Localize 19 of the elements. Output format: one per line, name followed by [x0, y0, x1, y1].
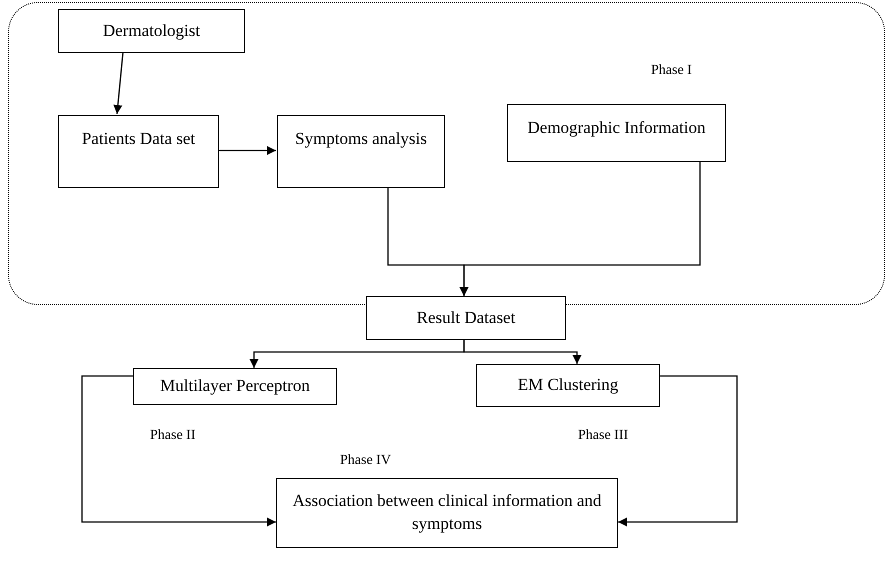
arrow [218, 146, 276, 155]
phase-label: Phase IV [340, 453, 391, 469]
process-box: EM Clustering [476, 364, 660, 407]
phase-label: Phase III [578, 428, 628, 444]
process-box: Symptoms analysis [277, 115, 445, 188]
process-box: Association between clinical information and symptoms [276, 478, 618, 548]
arrow [460, 161, 701, 296]
arrow [463, 340, 582, 364]
phase-label: Phase I [651, 63, 692, 79]
process-box: Result Dataset [366, 296, 566, 340]
arrow [81, 375, 276, 526]
process-box: Dermatologist [58, 9, 245, 53]
phase-label: Phase II [150, 428, 196, 444]
process-box: Patients Data set [58, 115, 219, 188]
process-box: Multilayer Perceptron [133, 368, 337, 405]
process-box: Demographic Information [507, 104, 726, 162]
arrow [618, 375, 738, 526]
arrow [113, 52, 124, 114]
phase-region [8, 2, 885, 305]
